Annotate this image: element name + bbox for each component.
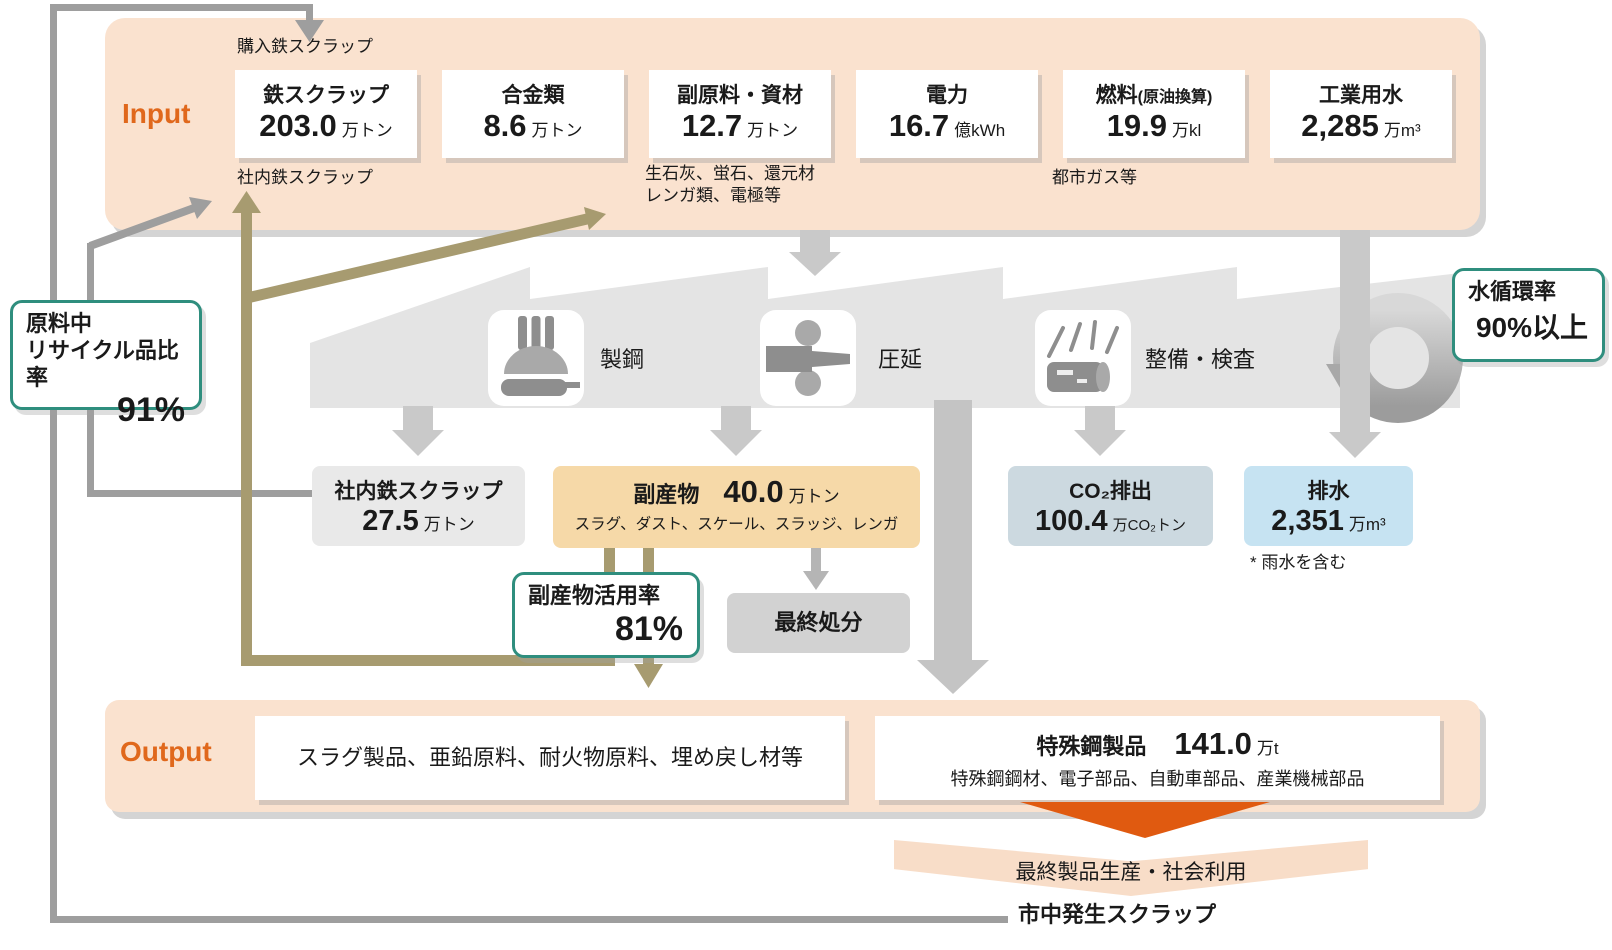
fuel-note: 都市ガス等 (1052, 168, 1137, 187)
water-recycle-rate-badge: 水循環率 90%以上 (1452, 268, 1605, 362)
byproduct-to-disposal-arrow (803, 547, 829, 590)
factory-to-internal-scrap-arrow (392, 406, 444, 456)
purchased-scrap-label: 購入鉄スクラップ (237, 37, 373, 56)
rolling-label: 圧延 (878, 347, 923, 372)
steelmaking-icon (488, 310, 584, 406)
water-to-drain-arrow (1329, 230, 1381, 458)
factory-to-byproduct-arrow (710, 406, 762, 456)
output-label: Output (120, 736, 212, 767)
recycle-ratio-badge: 原料中 リサイクル品比率 91% (10, 300, 202, 429)
factory-to-co2-arrow (1074, 406, 1126, 456)
rolling-icon (760, 310, 856, 406)
internal-scrap-input-label: 社内鉄スクラップ (237, 168, 373, 187)
inspection-icon (1035, 310, 1131, 406)
inspection-label: 整備・検査 (1145, 347, 1256, 372)
factory-to-product-arrow (917, 400, 989, 694)
output-byproducts-box: スラグ製品、亜鉛原料、耐火物原料、埋め戻し材等 (255, 716, 845, 800)
subsidiary-materials-note: 生石灰、蛍石、還元材 レンガ類、電極等 (645, 164, 815, 206)
input-label: Input (122, 98, 191, 129)
city-scrap-loop-arrow (50, 4, 1008, 923)
input-to-factory-arrow (789, 230, 841, 276)
city-scrap-label: 市中発生スクラップ (1018, 902, 1217, 927)
byproduct-utilization-badge: 副産物活用率 81% (512, 572, 700, 658)
rainwater-note: * 雨水を含む (1250, 553, 1347, 572)
final-use-label: 最終製品生産・社会利用 (1015, 861, 1247, 884)
steelmaking-label: 製鋼 (600, 347, 645, 372)
final-disposal-box: 最終処分 (727, 593, 910, 653)
